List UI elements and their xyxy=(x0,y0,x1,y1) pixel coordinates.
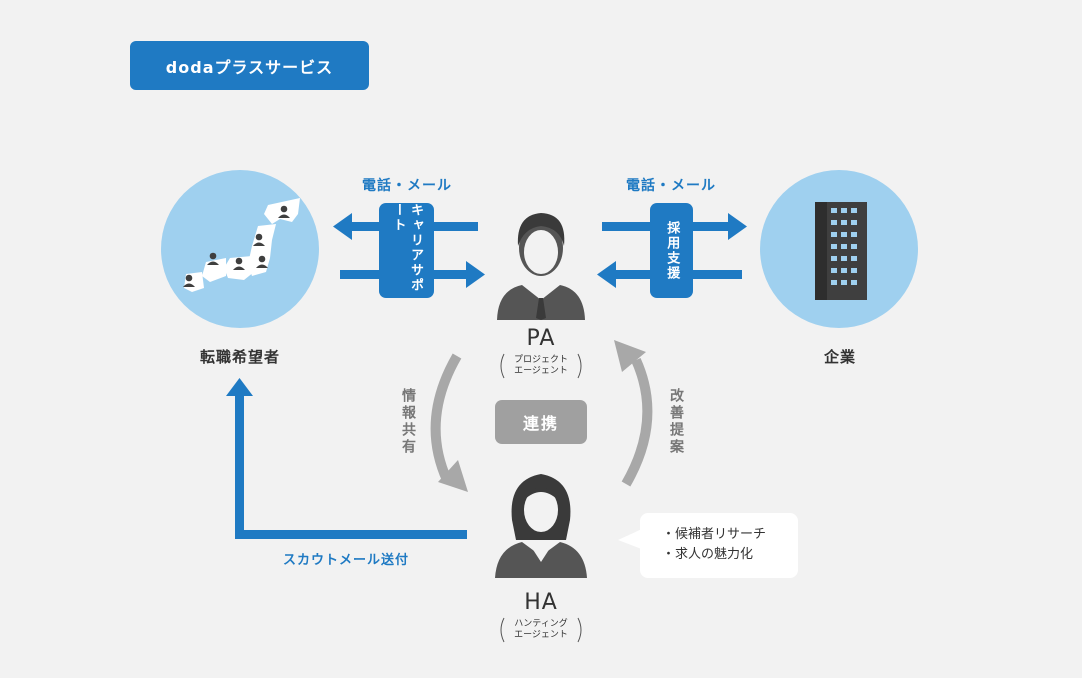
pa-person-icon xyxy=(497,213,585,320)
improvement-proposal-arrow xyxy=(614,340,653,487)
pa-description: プロジェクトエージェント xyxy=(513,355,568,377)
bubble-tail xyxy=(618,528,644,550)
job-seeker-label: 転職希望者 xyxy=(199,348,280,366)
ha-description: ハンティングエージェント xyxy=(514,619,568,641)
job-seeker-circle xyxy=(161,170,319,328)
ha-role: HA xyxy=(524,590,558,615)
improvement-proposal-label: 改善提案 xyxy=(668,388,684,456)
collaboration-pill: 連携 xyxy=(495,400,587,444)
company-label: 企業 xyxy=(823,348,856,366)
info-share-label: 情報共有 xyxy=(400,388,416,456)
right-contact-label: 電話・メール xyxy=(626,178,716,194)
service-title: dodaプラスサービス xyxy=(130,41,369,90)
person-markers-icon xyxy=(183,205,290,287)
left-contact-label: 電話・メール xyxy=(362,178,452,194)
pa-parentheses xyxy=(500,353,582,379)
recruitment-support-box: 採用支援 xyxy=(650,203,693,298)
ha-person-icon xyxy=(495,474,587,578)
info-share-arrow xyxy=(430,353,468,492)
career-support-box: キャリアサポート xyxy=(379,203,434,298)
ha-tasks-bubble: ・候補者リサーチ ・求人の魅力化 xyxy=(640,513,798,578)
scout-mail-label: スカウトメール送付 xyxy=(283,553,410,568)
scout-mail-arrow xyxy=(226,378,467,539)
bubble-item: ・候補者リサーチ xyxy=(662,527,767,542)
ha-parentheses xyxy=(500,617,582,643)
pa-role: PA xyxy=(526,326,556,351)
building-icon xyxy=(815,202,867,300)
bubble-item: ・求人の魅力化 xyxy=(662,547,754,562)
